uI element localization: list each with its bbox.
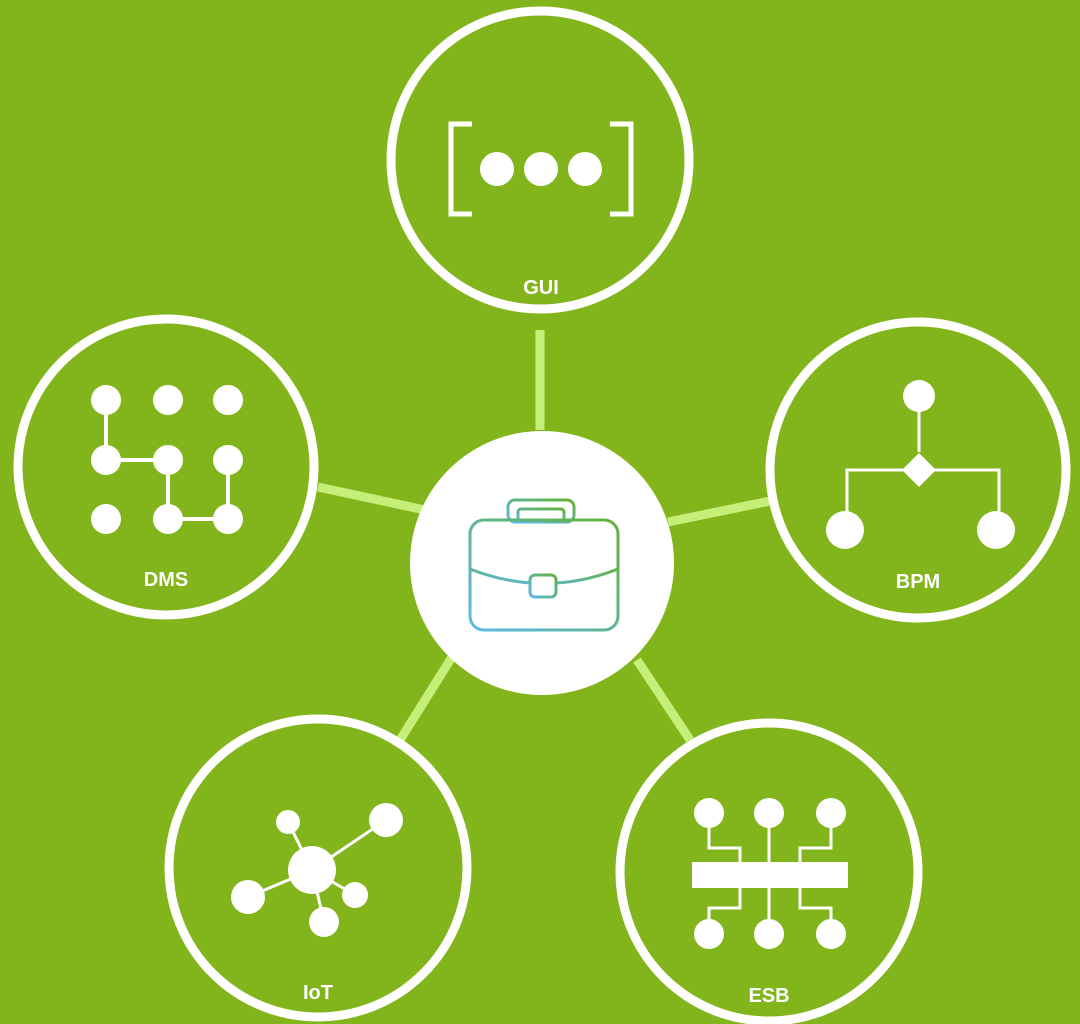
ellipsis-brackets-icon <box>448 121 634 217</box>
node-gui <box>386 6 694 314</box>
node-label-esb: ESB <box>748 985 790 1007</box>
node-bpm <box>765 317 1071 623</box>
node-label-bpm: BPM <box>895 571 941 593</box>
node-iot <box>164 714 472 1022</box>
connector-esb <box>633 657 694 743</box>
connector-iot <box>396 654 456 743</box>
connector-dms <box>317 482 426 515</box>
hub-node <box>410 431 674 695</box>
node-label-gui: GUI <box>523 277 559 299</box>
connector-bpm <box>667 495 776 527</box>
node-dms <box>13 314 319 620</box>
briefcase-icon <box>468 498 620 632</box>
connectors <box>317 330 776 743</box>
node-esb <box>615 718 923 1024</box>
node-label-iot: IoT <box>303 982 333 1004</box>
network-hub-icon <box>231 803 403 937</box>
dot-grid-path-icon <box>91 385 243 534</box>
process-flow-icon <box>826 380 1015 549</box>
service-bus-icon <box>692 798 848 949</box>
node-label-dms: DMS <box>143 569 189 591</box>
